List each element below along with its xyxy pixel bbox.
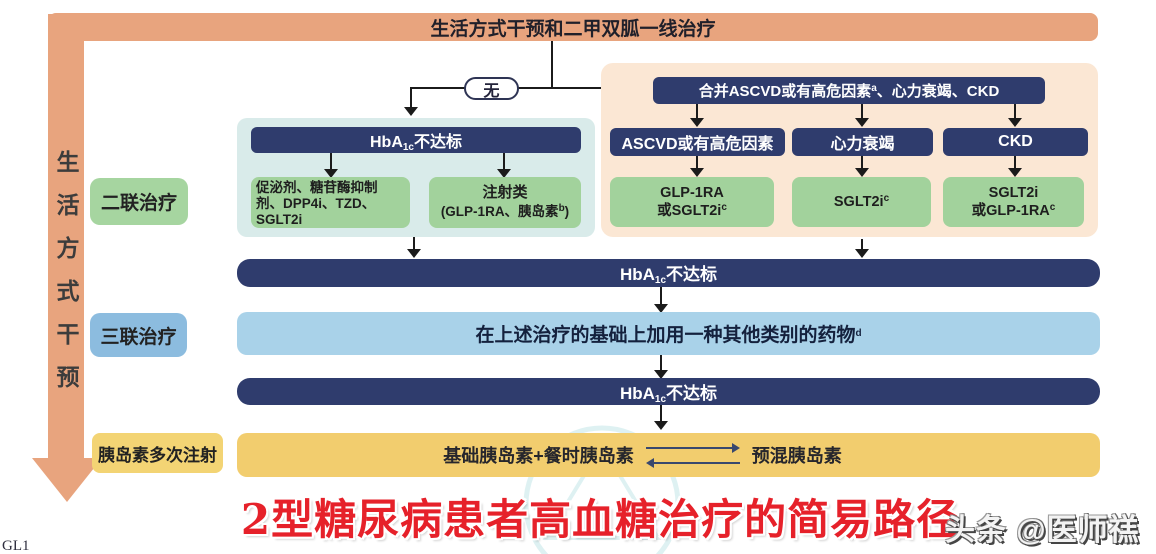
oral-drugs-line1: 促泌剂、糖苷酶抑制 [256, 180, 378, 195]
flow-arrowhead-down [407, 249, 421, 258]
flow-arrowhead-down [654, 370, 668, 379]
flow-line [410, 87, 412, 108]
corner-partial-text: GL1 [2, 538, 30, 554]
flow-arrowhead-down [855, 118, 869, 127]
flow-arrowhead-down [654, 421, 668, 430]
hba1c-bar-2: HbA1c不达标 [237, 378, 1100, 405]
flow-line [861, 156, 863, 169]
flow-line [1014, 156, 1016, 169]
lifestyle-rail-arrowhead [32, 458, 102, 502]
therapy-heart-failure-box: SGLT2ic [792, 177, 931, 227]
stage-label-insulin-multi-injection: 胰岛素多次注射 [92, 433, 223, 473]
flow-line [503, 153, 505, 170]
injection-line1: 注射类 [482, 184, 528, 202]
lifestyle-rail-vertical-label: 生活方式干预 [53, 150, 79, 408]
flow-arrowhead-down [1008, 118, 1022, 127]
add-drug-text: 在上述治疗的基础上加用一种其他类别的药物d [475, 325, 862, 346]
hba1c-text: HbA1c不达标 [619, 265, 718, 286]
oral-drugs-line2: 剂、DPP4i、TZD、 [256, 196, 376, 212]
comorbidity-header-box: 合并ASCVD或有高危因素a、心力衰竭、CKD [653, 77, 1045, 104]
stage-label-triple-therapy: 三联治疗 [90, 313, 187, 357]
flow-arrowhead-down [1008, 168, 1022, 177]
background-logo-watermark [523, 425, 681, 554]
flow-arrowhead-down [855, 249, 869, 258]
flow-line [861, 239, 863, 250]
condition-ascvd-box: ASCVD或有高危因素 [610, 128, 785, 156]
banner-label: 生活方式干预和二甲双胍一线治疗 [430, 18, 716, 40]
injection-line2: (GLP-1RA、胰岛素b) [440, 202, 570, 219]
toutiao-watermark: 头条 @医师禚 [945, 514, 1140, 547]
condition-ckd-box: CKD [943, 128, 1088, 156]
flow-arrowhead-down [690, 168, 704, 177]
therapy-ascvd-box: GLP-1RA 或SGLT2ic [610, 177, 774, 227]
page-title: 2型糖尿病患者高血糖治疗的简易路径 [240, 495, 960, 544]
insulin-bar-content: 基础胰岛素+餐时胰岛素 预混胰岛素 [443, 442, 842, 468]
therapy-ckd-box: SGLT2i 或GLP-1RAc [943, 177, 1084, 227]
flow-arrowhead-down [654, 304, 668, 313]
oral-drugs-box: 促泌剂、糖苷酶抑制 剂、DPP4i、TZD、 SGLT2i [251, 177, 410, 228]
hba1c-text: HbA1c不达标 [369, 133, 463, 153]
condition-heart-failure-box: 心力衰竭 [792, 128, 933, 156]
flow-line [696, 156, 698, 169]
flow-line [1014, 104, 1016, 119]
comorbidity-header-text: 合并ASCVD或有高危因素a、心力衰竭、CKD [698, 83, 1000, 100]
flow-line [551, 41, 553, 87]
lifestyle-side-rail [48, 14, 84, 460]
flow-arrowhead-down [855, 168, 869, 177]
none-condition-node: 无 [464, 77, 519, 100]
exchange-arrows-icon [645, 442, 740, 468]
lifestyle-metformin-banner: 生活方式干预和二甲双胍一线治疗 [48, 13, 1098, 41]
stage-label-dual-therapy: 二联治疗 [90, 178, 188, 225]
flow-line [696, 104, 698, 119]
flow-line [660, 355, 662, 371]
flow-arrowhead-down [404, 107, 418, 116]
flow-line [413, 237, 415, 250]
insulin-injection-bar: 基础胰岛素+餐时胰岛素 预混胰岛素 [237, 433, 1100, 477]
none-condition-label: 无 [483, 82, 500, 100]
flow-arrowhead-down [324, 169, 338, 178]
left-hba1c-box: HbA1c不达标 [251, 127, 581, 153]
injection-drugs-box: 注射类 (GLP-1RA、胰岛素b) [429, 177, 581, 228]
basal-bolus-insulin-label: 基础胰岛素+餐时胰岛素 [443, 446, 634, 466]
flow-line [861, 104, 863, 119]
hba1c-bar-1: HbA1c不达标 [237, 259, 1100, 287]
flow-arrowhead-down [497, 169, 511, 178]
lifestyle-rail-vertical-label-wrap: 生活方式干预 [48, 150, 84, 460]
oral-drugs-line3: SGLT2i [256, 212, 303, 228]
hba1c-text: HbA1c不达标 [619, 383, 718, 405]
flow-line [660, 287, 662, 305]
premix-insulin-label: 预混胰岛素 [751, 446, 842, 466]
triple-therapy-bar: 在上述治疗的基础上加用一种其他类别的药物d [237, 312, 1100, 355]
flow-line [411, 87, 652, 89]
flow-arrowhead-down [690, 118, 704, 127]
flow-line [660, 405, 662, 422]
flow-line [330, 153, 332, 170]
